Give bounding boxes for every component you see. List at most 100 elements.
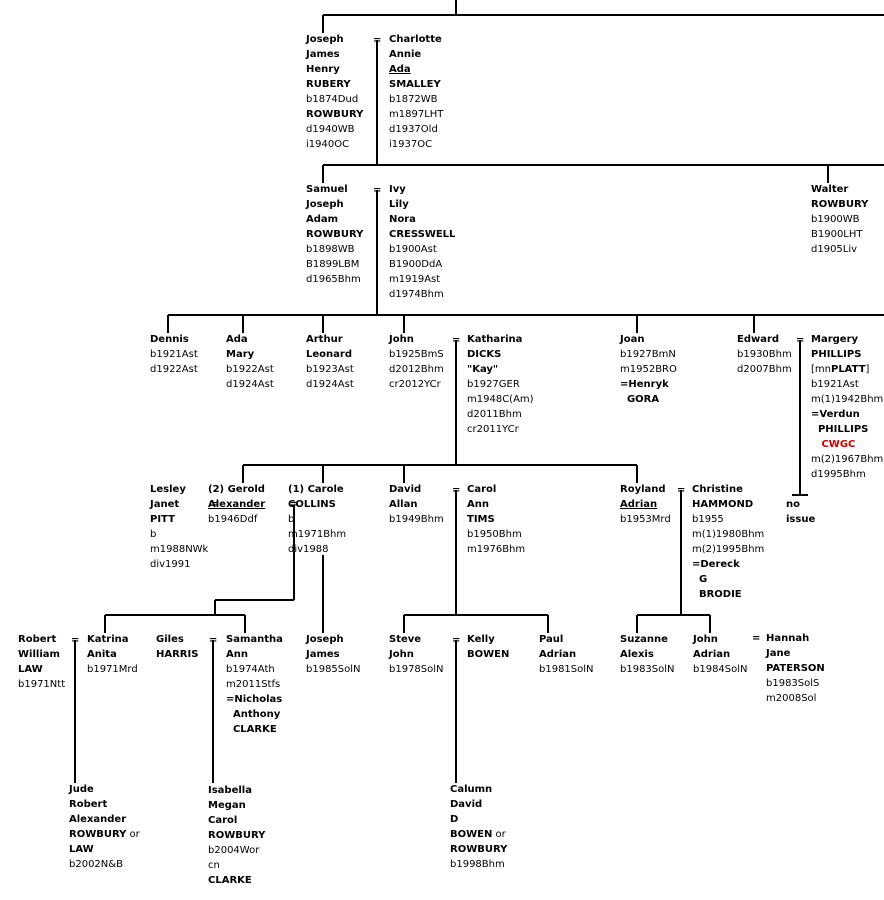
person-detail-line: Edward xyxy=(737,334,780,345)
marriage-sign: = xyxy=(71,635,80,646)
person-detail-line: Jude xyxy=(69,784,94,795)
person-detail-line: b1946Ddf xyxy=(208,514,258,525)
person-detail-line: David xyxy=(389,484,422,495)
person-detail-line: Charlotte xyxy=(389,34,442,45)
person-detail-line: Christine xyxy=(692,484,743,495)
person-detail-line: b1983SolN xyxy=(620,664,675,675)
person-detail-line: Dennis xyxy=(150,334,189,345)
person-detail-line: G xyxy=(692,574,708,585)
person-detail-line: James xyxy=(306,649,340,660)
person-detail-line: Alexander xyxy=(69,814,127,825)
person-detail-line: CLARKE xyxy=(208,875,252,886)
person-detail-line: d2011Bhm xyxy=(467,409,522,420)
person-detail-line: Lily xyxy=(389,199,409,210)
person-detail-line: b1984SolN xyxy=(693,664,748,675)
person-detail-line: ROWBURY xyxy=(306,229,364,240)
person-detail-line: Adam xyxy=(306,214,339,225)
person-detail-line: m1988NWk xyxy=(150,544,209,555)
person-detail-line: d1965Bhm xyxy=(306,274,361,285)
person-detail-line: D xyxy=(450,814,459,825)
person-detail-line: Carol xyxy=(467,484,497,495)
person-detail-line: b1921Ast xyxy=(150,349,198,360)
person-detail-line: b1925BmS xyxy=(389,349,444,360)
person-detail-line: Samantha xyxy=(226,634,283,645)
person-detail-line: Walter xyxy=(811,184,849,195)
person-detail-line: =Dereck xyxy=(692,559,740,570)
person-detail-line: Paul xyxy=(539,634,564,645)
person-detail-line: m(1)1942Bhm xyxy=(811,394,884,405)
marriage-sign: = xyxy=(452,335,461,346)
person-detail-line: Jane xyxy=(766,648,791,659)
person-detail-line: d2012Bhm xyxy=(389,364,444,375)
marriage-sign: = xyxy=(290,499,299,510)
person-detail-line: SMALLEY xyxy=(389,79,441,90)
person-detail-line: d1937Old xyxy=(389,124,438,135)
person-detail-line: m(2)1995Bhm xyxy=(692,544,765,555)
person-detail-line: Joseph xyxy=(306,199,344,210)
person-detail-line: b2004Wor xyxy=(208,845,260,856)
person-detail-line: Katrina xyxy=(87,634,129,645)
person-detail-line: m(1)1980Bhm xyxy=(692,529,765,540)
person-detail-line: b1927GER xyxy=(467,379,520,390)
person-detail-line: m1952BRO xyxy=(620,364,677,375)
person-detail-line: ROWBURY xyxy=(208,830,266,841)
person-detail-line: Nora xyxy=(389,214,416,225)
person-detail-line: Giles xyxy=(156,634,184,645)
person-detail-line: b1985SolN xyxy=(306,664,361,675)
person-detail-line: LAW xyxy=(18,664,43,675)
marriage-sign: = xyxy=(373,35,382,46)
person-detail-line: =Nicholas xyxy=(226,694,283,705)
person-detail-line: b1872WB xyxy=(389,94,438,105)
person-detail-line: Anita xyxy=(87,649,117,660)
person-detail-line: Robert xyxy=(18,634,57,645)
person-detail-line: LAW xyxy=(69,844,94,855)
person-detail-line: d1922Ast xyxy=(150,364,198,375)
person-detail-line: John xyxy=(693,634,718,645)
person-detail-line: Margery xyxy=(811,334,859,345)
person-detail-line: "Kay" xyxy=(467,364,499,375)
person-detail-line: d2007Bhm xyxy=(737,364,792,375)
person-detail-line: BOWEN xyxy=(467,649,510,660)
person-detail-line: no xyxy=(786,499,800,510)
person-detail-line: BRODIE xyxy=(692,589,742,600)
person-detail-line: b1923Ast xyxy=(306,364,354,375)
person-detail-line: ROWBURY or xyxy=(69,829,140,840)
person-detail-line: b1983SolS xyxy=(766,678,820,689)
person-detail-line: m1976Bhm xyxy=(467,544,526,555)
person-detail-line: m1897LHT xyxy=(389,109,444,120)
person-detail-line: b1950Bhm xyxy=(467,529,522,540)
person-detail-line: Joseph xyxy=(306,634,344,645)
person-detail-line: Royland xyxy=(620,484,666,495)
person-detail-line: Allan xyxy=(389,499,418,510)
person-detail-line: =Henryk xyxy=(620,379,669,390)
person-detail-line: (1) Carole xyxy=(288,484,344,495)
person-detail-line: Calumn xyxy=(450,784,493,795)
marriage-sign: = xyxy=(373,185,382,196)
person-detail-line: HARRIS xyxy=(156,649,199,660)
person-detail-line: Mary xyxy=(226,349,255,360)
person-detail-line: i1937OC xyxy=(389,139,433,150)
person-detail-line: PHILLIPS xyxy=(811,349,862,360)
person-detail-line: BOWEN or xyxy=(450,829,506,840)
marriage-sign: = xyxy=(211,499,220,510)
person-detail-line: d1924Ast xyxy=(226,379,274,390)
person-detail-line: Samuel xyxy=(306,184,348,195)
